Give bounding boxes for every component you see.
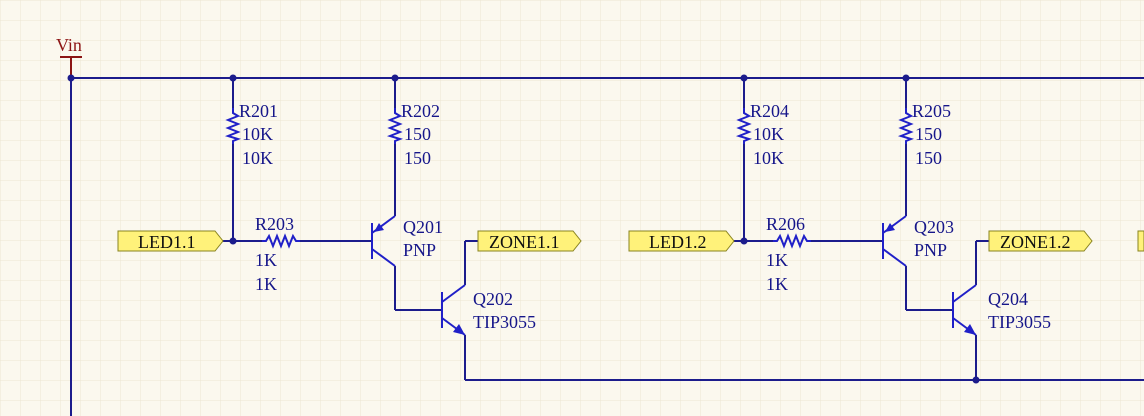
junction-dot	[902, 74, 910, 82]
resistor-comment: 1K	[255, 274, 277, 294]
resistor-ref: R202	[401, 101, 440, 121]
transistor-ref: Q201	[403, 217, 443, 237]
resistor-r204[interactable]: R204 10K 10K	[735, 101, 789, 168]
resistor-ref: R205	[912, 101, 951, 121]
junction-dot	[391, 74, 399, 82]
transistor-part: TIP3055	[473, 312, 536, 332]
emitter-arrow-icon	[885, 223, 895, 232]
junction-dot	[229, 74, 237, 82]
port-label: ZONE1.2	[1000, 232, 1071, 252]
power-port-vin[interactable]: Vin	[56, 35, 82, 78]
transistor-part: PNP	[403, 240, 436, 260]
transistor-q203[interactable]: Q203 PNP	[882, 215, 954, 267]
resistor-comment: 150	[915, 148, 942, 168]
resistor-comment: 10K	[242, 148, 273, 168]
transistor-part: PNP	[914, 240, 947, 260]
transistor-ref: Q204	[988, 289, 1028, 309]
resistor-value: 1K	[255, 250, 277, 270]
junctions	[67, 74, 980, 384]
resistor-r206[interactable]: R206 1K 1K	[766, 214, 811, 294]
port-offscreen[interactable]	[1137, 230, 1144, 252]
transistor-q202[interactable]: Q202 TIP3055	[441, 284, 536, 336]
resistor-comment: 150	[404, 148, 431, 168]
resistor-value: 1K	[766, 250, 788, 270]
transistor-ref: Q202	[473, 289, 513, 309]
junction-dot	[229, 237, 237, 245]
emitter-arrow-icon	[964, 324, 976, 335]
resistor-comment: 10K	[753, 148, 784, 168]
junction-dot	[740, 74, 748, 82]
transistor-part: TIP3055	[988, 312, 1051, 332]
port-zone1-1[interactable]: ZONE1.1	[477, 230, 582, 252]
junction-dot	[67, 74, 75, 82]
resistor-value: 10K	[242, 124, 273, 144]
emitter-arrow-icon	[374, 223, 384, 232]
resistor-ref: R201	[239, 101, 278, 121]
junction-dot	[740, 237, 748, 245]
resistor-r201[interactable]: R201 10K 10K	[224, 101, 278, 168]
resistor-value: 150	[404, 124, 431, 144]
resistor-r205[interactable]: R205 150 150	[897, 101, 951, 168]
transistor-q204[interactable]: Q204 TIP3055	[952, 284, 1051, 336]
resistor-r202[interactable]: R202 150 150	[386, 101, 440, 168]
port-led1-1[interactable]: LED1.1	[117, 230, 224, 252]
port-label: LED1.1	[138, 232, 196, 252]
resistor-ref: R206	[766, 214, 805, 234]
emitter-arrow-icon	[453, 324, 465, 335]
resistor-value: 10K	[753, 124, 784, 144]
port-zone1-2[interactable]: ZONE1.2	[988, 230, 1093, 252]
port-label: ZONE1.1	[489, 232, 560, 252]
wires	[70, 77, 1144, 416]
resistor-r203[interactable]: R203 1K 1K	[255, 214, 300, 294]
resistor-comment: 1K	[766, 274, 788, 294]
port-led1-2[interactable]: LED1.2	[628, 230, 735, 252]
junction-dot	[972, 376, 980, 384]
transistor-ref: Q203	[914, 217, 954, 237]
resistor-value: 150	[915, 124, 942, 144]
resistor-ref: R203	[255, 214, 294, 234]
power-port-label: Vin	[56, 35, 82, 55]
resistor-ref: R204	[750, 101, 789, 121]
transistor-q201[interactable]: Q201 PNP	[371, 215, 443, 267]
port-label: LED1.2	[649, 232, 707, 252]
